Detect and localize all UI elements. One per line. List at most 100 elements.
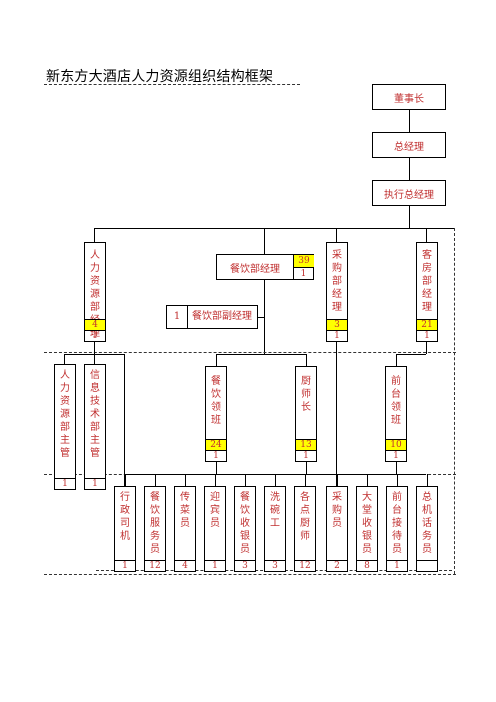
executive-gm-label: 执行总经理 — [384, 189, 434, 201]
connector-line — [64, 354, 65, 364]
staff-count: 3 — [265, 560, 285, 571]
connector-line — [396, 462, 397, 474]
purchasing-manager-label: 采购部经理 — [332, 250, 342, 313]
connector-line — [94, 342, 95, 354]
department-bus-line — [94, 228, 454, 229]
connector-line — [305, 474, 306, 486]
staff-box: 各点厨师 12 — [294, 486, 316, 572]
staff-label: 各点厨师 — [300, 492, 310, 542]
fb-manager-label: 餐饮部经理 — [230, 263, 280, 275]
connector-line — [426, 228, 427, 242]
dashed-border — [454, 228, 455, 574]
staff-label: 洗碗工 — [270, 492, 280, 529]
executive-gm-box: 执行总经理 — [372, 180, 446, 206]
fb-captain-label: 餐饮领班 — [211, 376, 221, 426]
fb-captain-box: 餐饮领班 24 1 — [205, 366, 227, 462]
staff-label: 采购员 — [332, 492, 342, 529]
connector-line — [94, 228, 95, 242]
staff-label: 餐饮服务员 — [150, 492, 160, 555]
staff-box: 洗碗工 3 — [264, 486, 286, 572]
connector-line — [337, 474, 338, 486]
hr-supervisor-label: 人力资源部主管 — [60, 370, 70, 459]
it-supervisor-label: 信息技术部主管 — [90, 370, 100, 459]
hr-manager-sub: 1 — [85, 330, 105, 341]
staff-box: 行政司机 1 — [114, 486, 136, 572]
purchasing-manager-box: 采购部经理 3 1 — [326, 242, 348, 342]
staff-count: 1 — [387, 560, 407, 571]
rooms-manager-count: 21 — [417, 319, 437, 330]
connector-line — [306, 462, 307, 474]
connector-line — [306, 354, 307, 366]
chef-sub: 1 — [296, 450, 316, 461]
connector-line — [275, 474, 276, 486]
staff-box: 总机话务员 — [416, 486, 438, 572]
dashed-separator — [44, 574, 456, 575]
purchasing-manager-sub: 1 — [327, 330, 347, 341]
hr-supervisor-box: 人力资源部主管 1 — [54, 364, 76, 490]
staff-count: 8 — [357, 560, 377, 571]
staff-count: 12 — [295, 560, 315, 571]
fb-manager-sub: 1 — [293, 267, 313, 279]
connector-line — [258, 317, 264, 318]
connector-line — [264, 280, 265, 354]
general-manager-label: 总经理 — [394, 141, 424, 153]
connector-line — [336, 342, 337, 494]
fo-captain-box: 前台领班 10 1 — [385, 366, 407, 462]
fb-manager-count: 39 — [293, 255, 314, 267]
staff-label: 迎宾员 — [210, 492, 220, 529]
fb-deputy-label: 餐饮部副经理 — [192, 311, 252, 322]
staff-box: 餐饮服务员 12 — [144, 486, 166, 572]
connector-line — [216, 354, 306, 355]
connector-line — [125, 474, 126, 486]
staff-label: 餐饮收银员 — [240, 492, 250, 555]
connector-line — [396, 354, 426, 355]
connector-line — [409, 158, 410, 180]
staff-count: 12 — [145, 560, 165, 571]
staff-box: 餐饮收银员 3 — [234, 486, 256, 572]
connector-line — [94, 354, 95, 364]
fb-deputy-manager-box: 1 餐饮部副经理 — [166, 305, 258, 329]
title-underline — [44, 84, 300, 85]
chef-count: 13 — [296, 439, 316, 450]
connector-line — [409, 206, 410, 228]
rooms-manager-box: 客房部经理 21 1 — [416, 242, 438, 342]
rooms-manager-label: 客房部经理 — [422, 250, 432, 313]
connector-line — [245, 474, 246, 486]
it-supervisor-box: 信息技术部主管 1 — [84, 364, 106, 490]
staff-box: 迎宾员 1 — [204, 486, 226, 572]
chef-box: 厨师长 13 1 — [295, 366, 317, 462]
staff-label: 总机话务员 — [422, 492, 432, 555]
staff-count — [417, 560, 437, 571]
connector-line — [409, 110, 410, 132]
staff-count: 1 — [205, 560, 225, 571]
general-manager-box: 总经理 — [372, 132, 446, 158]
connector-line — [216, 354, 217, 366]
dashed-separator — [44, 352, 456, 353]
staff-box: 前台接待员 1 — [386, 486, 408, 572]
staff-count: 3 — [235, 560, 255, 571]
connector-line — [396, 354, 397, 366]
connector-line — [216, 462, 217, 474]
chairman-box: 董事长 — [372, 84, 446, 110]
staff-label: 前台接待员 — [392, 492, 402, 555]
chef-label: 厨师长 — [301, 376, 311, 413]
connector-line — [426, 342, 427, 354]
purchasing-manager-count: 3 — [327, 319, 347, 330]
hr-manager-box: 人力资源部经理 4 1 — [84, 242, 106, 342]
staff-label: 行政司机 — [120, 492, 130, 542]
hr-manager-count: 4 — [85, 319, 105, 330]
connector-line — [124, 354, 125, 494]
fb-deputy-count: 1 — [167, 306, 188, 328]
connector-line — [367, 474, 368, 486]
fo-captain-sub: 1 — [386, 450, 406, 461]
hr-supervisor-count: 1 — [55, 478, 75, 489]
staff-count: 1 — [115, 560, 135, 571]
it-supervisor-count: 1 — [85, 478, 105, 489]
fb-manager-box: 餐饮部经理 39 1 — [216, 254, 314, 280]
fo-captain-count: 10 — [386, 439, 406, 450]
connector-line — [155, 474, 156, 486]
connector-line — [185, 474, 186, 486]
